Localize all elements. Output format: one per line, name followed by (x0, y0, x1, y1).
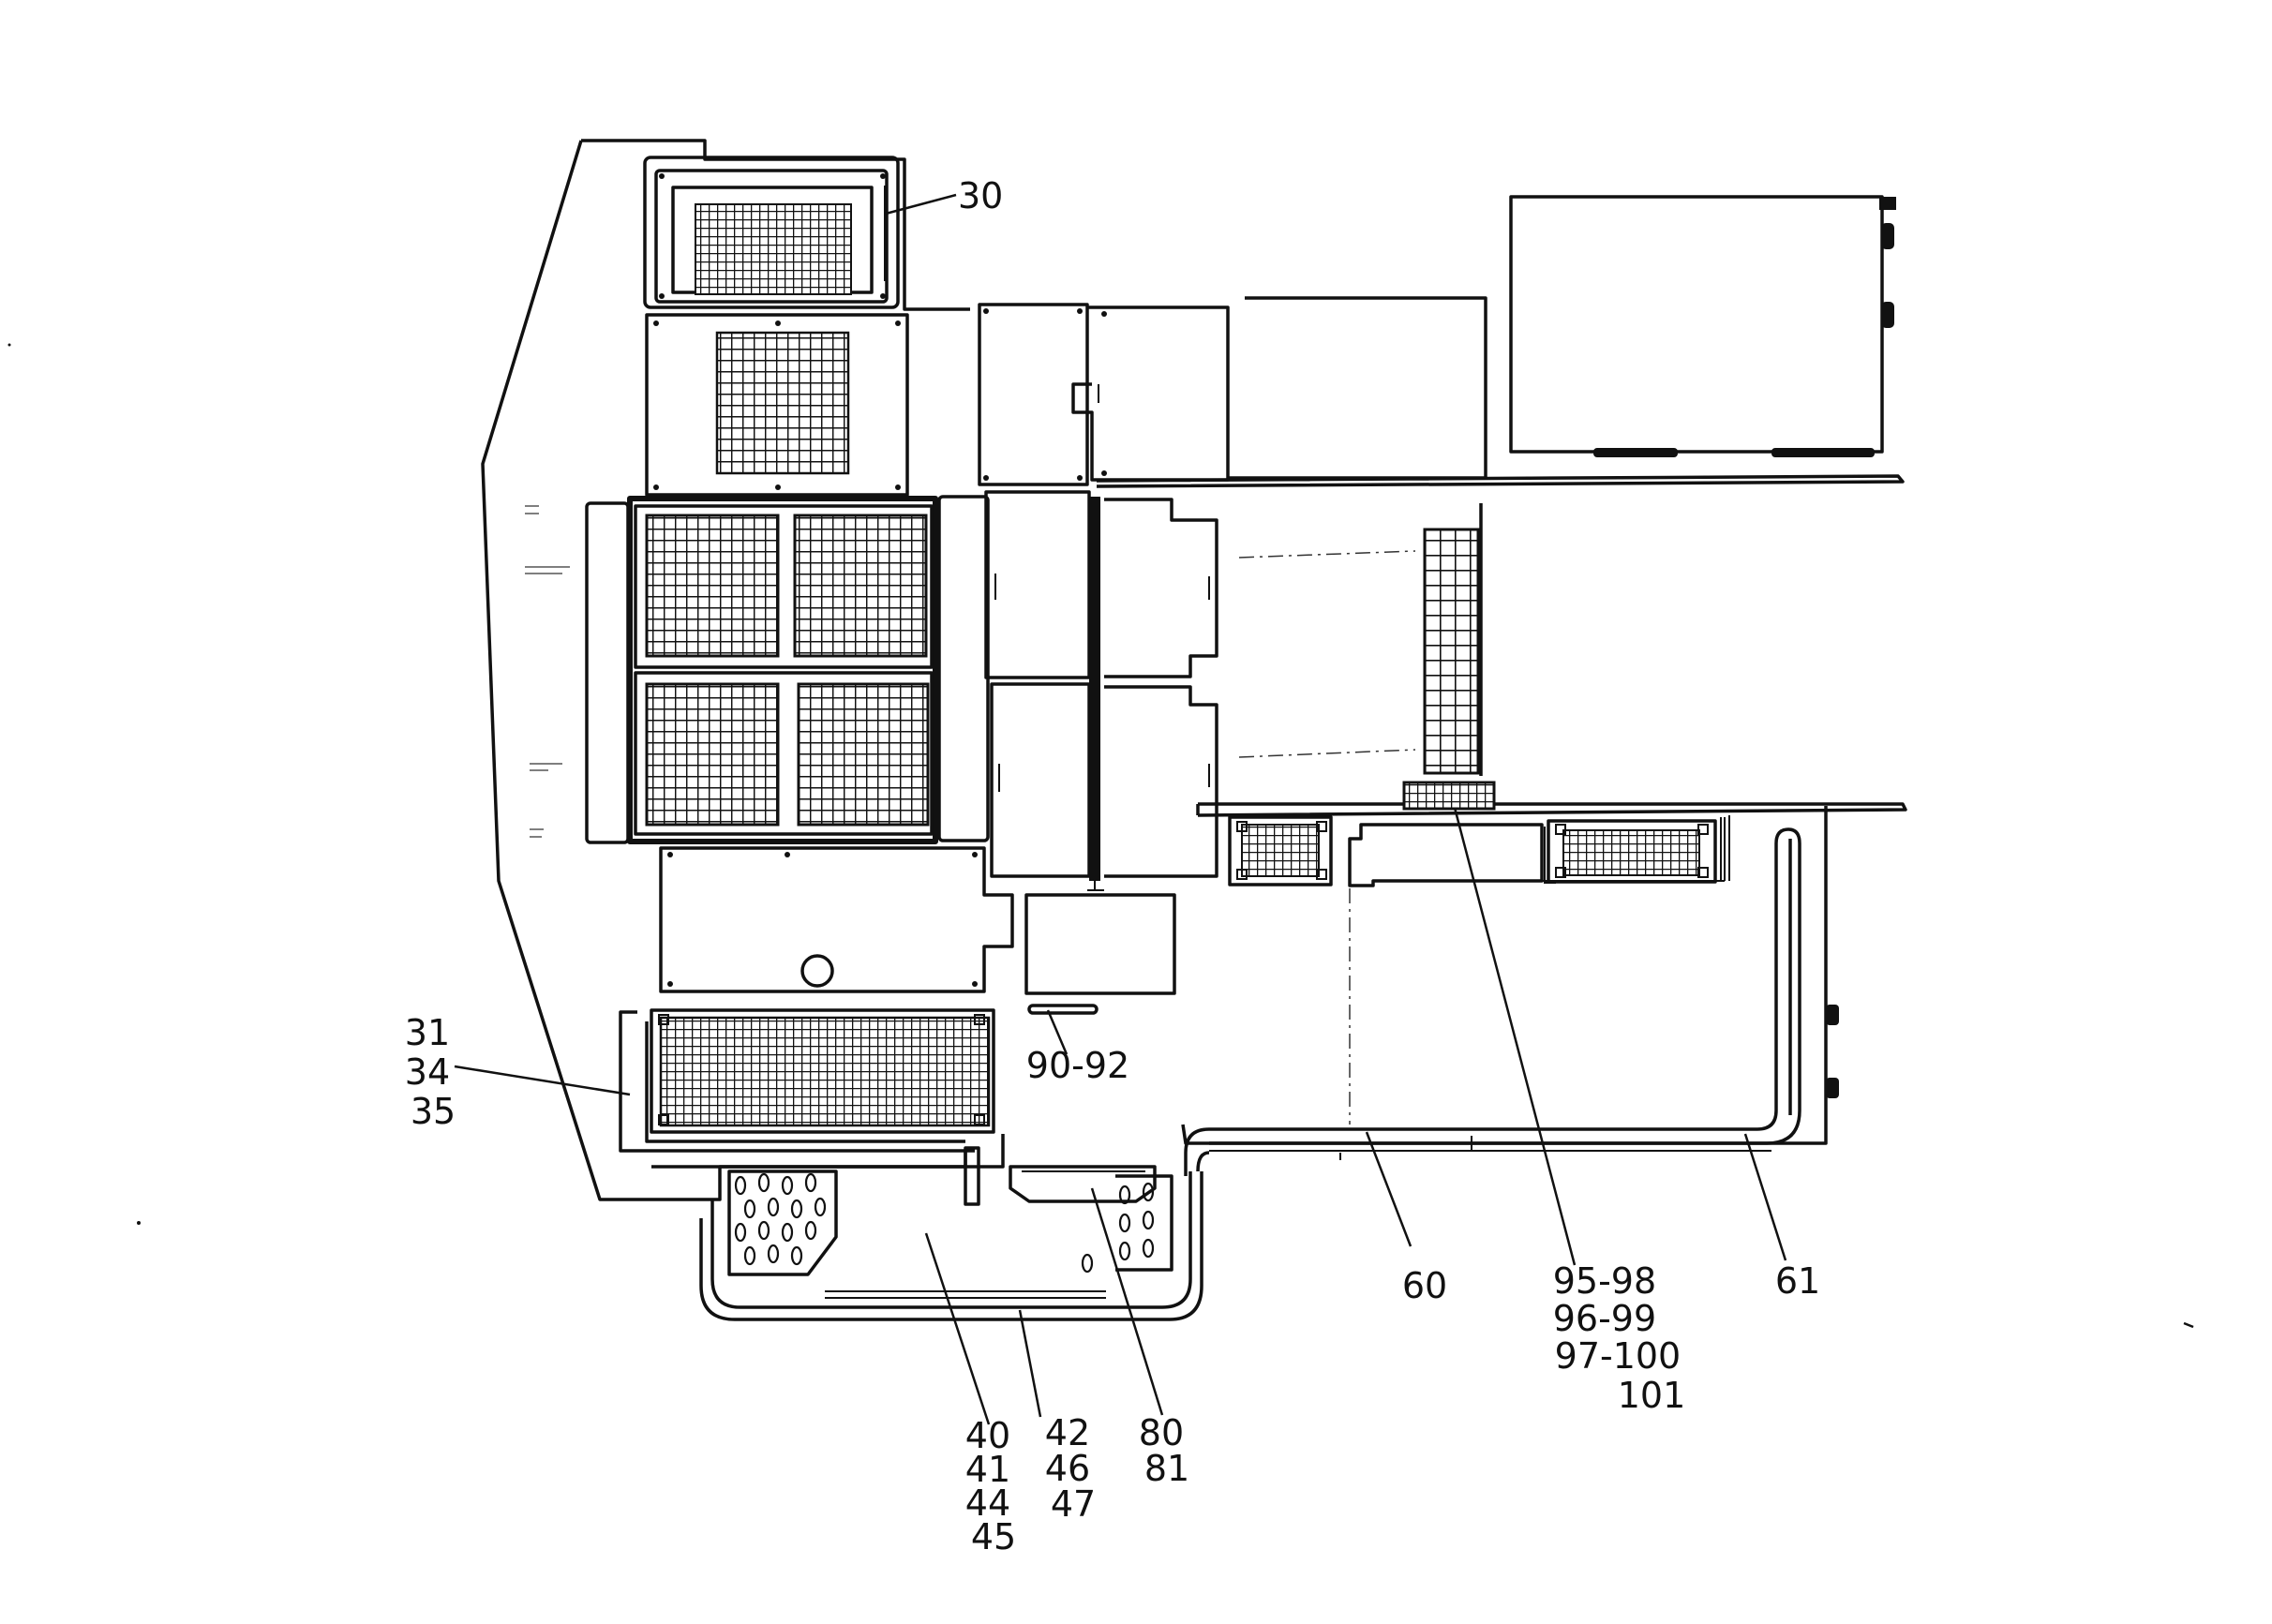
leader-lines (454, 193, 1787, 1425)
left-side-strip (585, 501, 630, 844)
center-door-panels (984, 490, 1218, 1015)
bottom-grille (619, 1008, 995, 1206)
speck (7, 343, 11, 347)
callout-31-34-35: 31 34 35 (405, 1012, 461, 1132)
lower-tube (1184, 827, 1801, 1176)
callout-80-81: 80 81 (1139, 1412, 1195, 1489)
perforated-tray (699, 1165, 1203, 1321)
top-grille (643, 156, 900, 309)
callout-61: 61 (1775, 1260, 1820, 1302)
callout-90-92: 90-92 (1026, 1045, 1129, 1086)
main-grille-block (627, 496, 938, 844)
center-upper-panels (978, 296, 1487, 486)
upper-rail (1096, 474, 1905, 488)
callout-42-46-47: 42 46 47 (1045, 1412, 1101, 1525)
top-right-box (1509, 195, 1896, 457)
speck (137, 1221, 141, 1225)
callout-60: 60 (1402, 1265, 1447, 1306)
side-bracket-marks (525, 505, 539, 514)
callout-95-101: 95-98 96-99 97-100 101 (1553, 1260, 1693, 1416)
vertical-grille (1402, 528, 1496, 811)
lower-panel (659, 846, 1014, 993)
callout-40-41-44-45: 40 41 44 45 (965, 1415, 1022, 1557)
middle-rail (1196, 802, 1907, 817)
callout-30: 30 (958, 175, 1003, 216)
callout-labels: 30 31 34 35 40 41 44 45 42 46 47 80 81 9… (405, 175, 1820, 1557)
lower-right-compartment (1181, 806, 1839, 1145)
right-side-strip (937, 495, 990, 842)
speck (2183, 1321, 2194, 1329)
upper-screen-panel (645, 313, 909, 497)
